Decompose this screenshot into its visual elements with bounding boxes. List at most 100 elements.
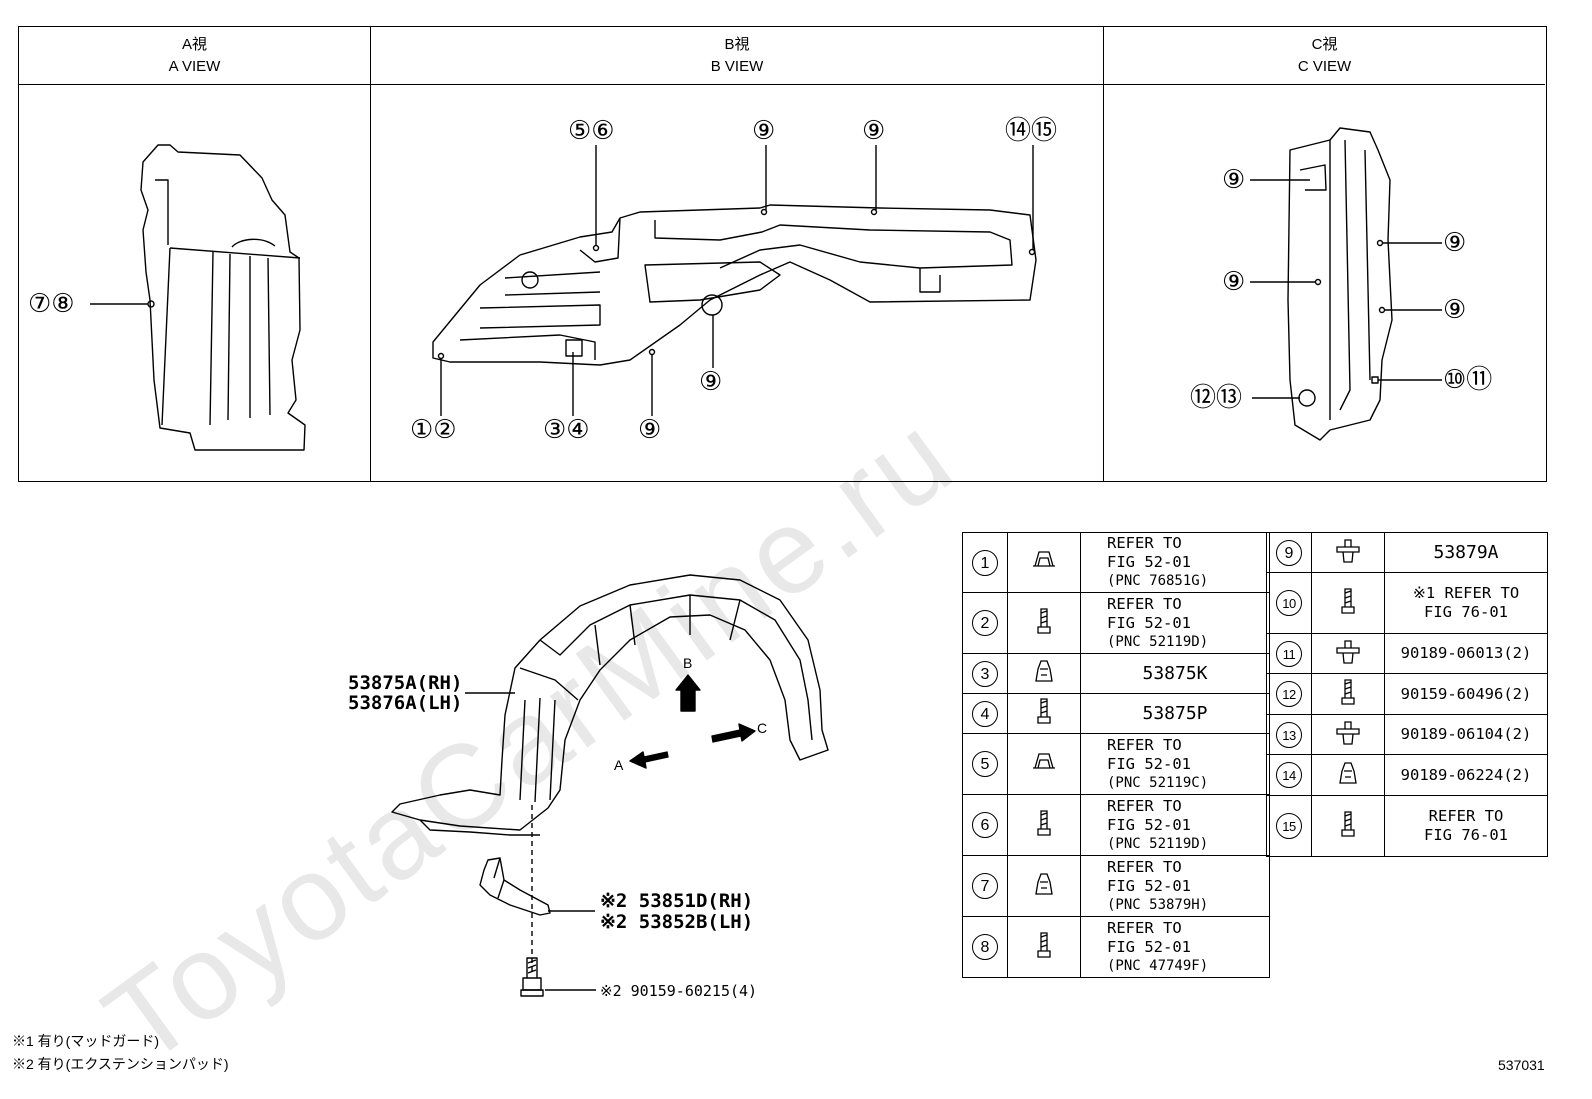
footnote-2: ※2 有り(エクステンションパッド) bbox=[12, 1056, 229, 1072]
c-view-panel: C視 C VIEW bbox=[1104, 27, 1545, 481]
part-reference-line: (PNC 47749F) bbox=[1107, 957, 1209, 974]
part-reference-line: FIG 52-01 bbox=[1107, 553, 1191, 571]
part-icon-cell bbox=[1311, 633, 1385, 674]
a-view-jp: A視 bbox=[181, 36, 207, 53]
screw-drawing bbox=[520, 957, 544, 997]
clip-icon bbox=[1033, 551, 1055, 567]
part-reference-line: 90189-06013(2) bbox=[1400, 644, 1532, 662]
part-number-cell: 5 bbox=[962, 733, 1008, 795]
part-reference-line: FIG 76-01 bbox=[1424, 826, 1508, 844]
part-reference-line: REFER TO bbox=[1107, 796, 1182, 815]
part-number-badge: 2 bbox=[972, 610, 998, 636]
part-reference-line: REFER TO bbox=[1107, 594, 1182, 613]
part-number-cell: 3 bbox=[962, 653, 1008, 694]
part-icon-cell bbox=[1311, 572, 1385, 634]
c-view-header: C視 C VIEW bbox=[1104, 27, 1545, 85]
part-icon-cell bbox=[1311, 714, 1385, 755]
screw-icon bbox=[1037, 607, 1051, 634]
part-icon-cell bbox=[1311, 795, 1385, 857]
callout-9-top2: ⑨ bbox=[862, 116, 886, 146]
screw-icon bbox=[1341, 810, 1355, 837]
callout-9-middle: ⑨ bbox=[699, 367, 723, 397]
part-number-cell: 13 bbox=[1266, 714, 1312, 755]
part-number-badge: 10 bbox=[1276, 590, 1302, 616]
part-reference-line: (PNC 52119D) bbox=[1107, 835, 1209, 852]
part-icon-cell bbox=[1007, 916, 1081, 978]
part-reference-line: 90189-06224(2) bbox=[1400, 765, 1532, 784]
callout-c-9-top: ⑨ bbox=[1222, 165, 1246, 195]
part-reference-cell: 90189-06224(2) bbox=[1384, 754, 1548, 796]
extension-pad-drawing bbox=[479, 857, 551, 916]
c-view-liner-shape bbox=[1287, 127, 1393, 441]
left-part-row-4: 4 53875P bbox=[962, 693, 1270, 734]
part-number-cell: 12 bbox=[1266, 673, 1312, 715]
part-reference-line: (PNC 52119D) bbox=[1107, 633, 1209, 650]
extension-pad-lh-label: ※2 53852B(LH) bbox=[600, 911, 754, 933]
c-view-jp: C視 bbox=[1311, 36, 1338, 53]
part-reference-cell: 90159-60496(2) bbox=[1384, 673, 1548, 715]
arrow-a-label: A bbox=[614, 757, 624, 773]
callout-10-11: ⑩⑪ bbox=[1443, 365, 1493, 395]
screw-label: ※2 90159-60215(4) bbox=[600, 982, 758, 1000]
part-number-badge: 6 bbox=[972, 812, 998, 838]
part-number-cell: 10 bbox=[1266, 572, 1312, 634]
part-reference-line: FIG 52-01 bbox=[1107, 613, 1191, 632]
push-clip-icon bbox=[1336, 721, 1360, 745]
callout-7-8: ⑦⑧ bbox=[28, 289, 75, 319]
part-reference-cell: 53875K bbox=[1080, 653, 1270, 694]
part-reference-line: 53879A bbox=[1433, 542, 1499, 563]
part-reference-line: FIG 76-01 bbox=[1424, 603, 1508, 621]
part-number-cell: 7 bbox=[962, 855, 1008, 917]
part-number-badge: 3 bbox=[972, 660, 998, 687]
figure-number: 537031 bbox=[1498, 1057, 1545, 1073]
right-part-row-13: 13 90189-06104(2) bbox=[1266, 714, 1548, 755]
b-view-jp: B視 bbox=[724, 36, 750, 53]
part-number-badge: 11 bbox=[1276, 640, 1302, 667]
part-reference-line: FIG 52-01 bbox=[1107, 815, 1191, 834]
part-reference-line: REFER TO bbox=[1428, 807, 1504, 825]
part-number-badge: 9 bbox=[1276, 539, 1302, 566]
right-part-row-9: 9 53879A bbox=[1266, 532, 1548, 573]
screw-icon bbox=[1037, 698, 1051, 724]
a-view-panel: A視 A VIEW bbox=[19, 27, 371, 481]
part-number-cell: 14 bbox=[1266, 754, 1312, 796]
arrow-a-icon bbox=[629, 751, 669, 769]
part-reference-line: 53875P bbox=[1142, 703, 1208, 724]
right-part-row-11: 11 90189-06013(2) bbox=[1266, 633, 1548, 674]
screw-icon bbox=[1341, 678, 1355, 705]
part-reference-line: 90189-06104(2) bbox=[1400, 725, 1532, 743]
arrow-b-icon bbox=[675, 674, 701, 712]
a-view-en: A VIEW bbox=[168, 58, 221, 75]
a-view-header: A視 A VIEW bbox=[19, 27, 370, 85]
part-reference-line: FIG 52-01 bbox=[1107, 754, 1191, 773]
part-reference-cell: 53875P bbox=[1080, 693, 1270, 734]
part-reference-cell: 90189-06013(2) bbox=[1384, 633, 1548, 674]
clip-icon bbox=[1033, 752, 1055, 769]
part-icon-cell bbox=[1311, 754, 1385, 796]
part-reference-line: FIG 52-01 bbox=[1107, 876, 1191, 895]
callout-9-bottom: ⑨ bbox=[638, 415, 662, 445]
nut-clip-icon bbox=[1339, 761, 1357, 784]
part-number-badge: 5 bbox=[972, 751, 998, 777]
part-reference-line: 53875K bbox=[1142, 663, 1208, 684]
part-number-cell: 4 bbox=[962, 693, 1008, 734]
callout-c-9-right2: ⑨ bbox=[1443, 295, 1467, 325]
left-part-row-3: 3 53875K bbox=[962, 653, 1270, 694]
part-number-badge: 15 bbox=[1276, 813, 1302, 839]
part-reference-line: (PNC 52119C) bbox=[1107, 774, 1209, 791]
part-reference-line: 90159-60496(2) bbox=[1400, 684, 1532, 703]
callout-5-6: ⑤⑥ bbox=[568, 116, 615, 146]
arrow-c-label: C bbox=[757, 720, 768, 736]
a-view-liner-shape bbox=[140, 144, 306, 451]
b-view-panel: B視 B VIEW bbox=[371, 27, 1104, 481]
